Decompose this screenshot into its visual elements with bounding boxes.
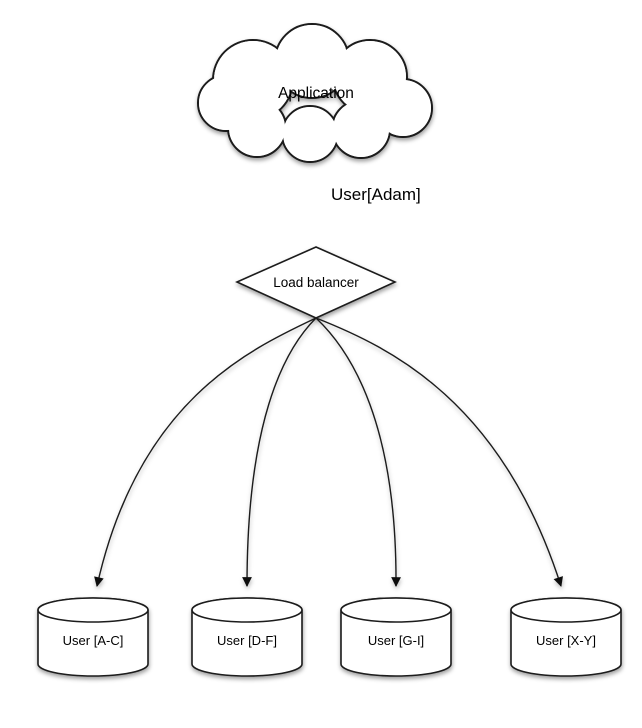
load-balancer-label: Load balancer bbox=[273, 275, 359, 290]
cylinder-top bbox=[510, 597, 622, 623]
db-shard-3-node: User [G-I] bbox=[340, 597, 452, 677]
edge-lb-to-shard-4-arrow bbox=[315, 317, 563, 587]
cylinder-top bbox=[340, 597, 452, 623]
db-shard-2-node: User [D-F] bbox=[191, 597, 303, 677]
db-shard-2-label: User [D-F] bbox=[217, 633, 277, 648]
edge-app-to-lb-label: User[Adam] bbox=[331, 185, 421, 204]
cylinder-top bbox=[37, 597, 149, 623]
application-label: Application bbox=[278, 85, 354, 102]
edge-lb-to-shard-1-arrow bbox=[94, 317, 317, 587]
application-cloud-node: Application bbox=[197, 23, 433, 163]
db-shard-4-node: User [X-Y] bbox=[510, 597, 622, 677]
cloud-shape-fill bbox=[199, 25, 431, 161]
cylinder-top bbox=[191, 597, 303, 623]
load-balancer-node: Load balancer bbox=[235, 246, 397, 319]
db-shard-1-node: User [A-C] bbox=[37, 597, 149, 677]
db-shard-4-label: User [X-Y] bbox=[536, 633, 596, 648]
edge-lb-to-shard-3-arrow bbox=[315, 317, 401, 587]
db-shard-1-label: User [A-C] bbox=[63, 633, 124, 648]
edge-lb-to-shard-2-arrow bbox=[242, 317, 317, 587]
edges-lb-to-shards bbox=[94, 317, 563, 587]
db-shard-3-label: User [G-I] bbox=[368, 633, 424, 648]
